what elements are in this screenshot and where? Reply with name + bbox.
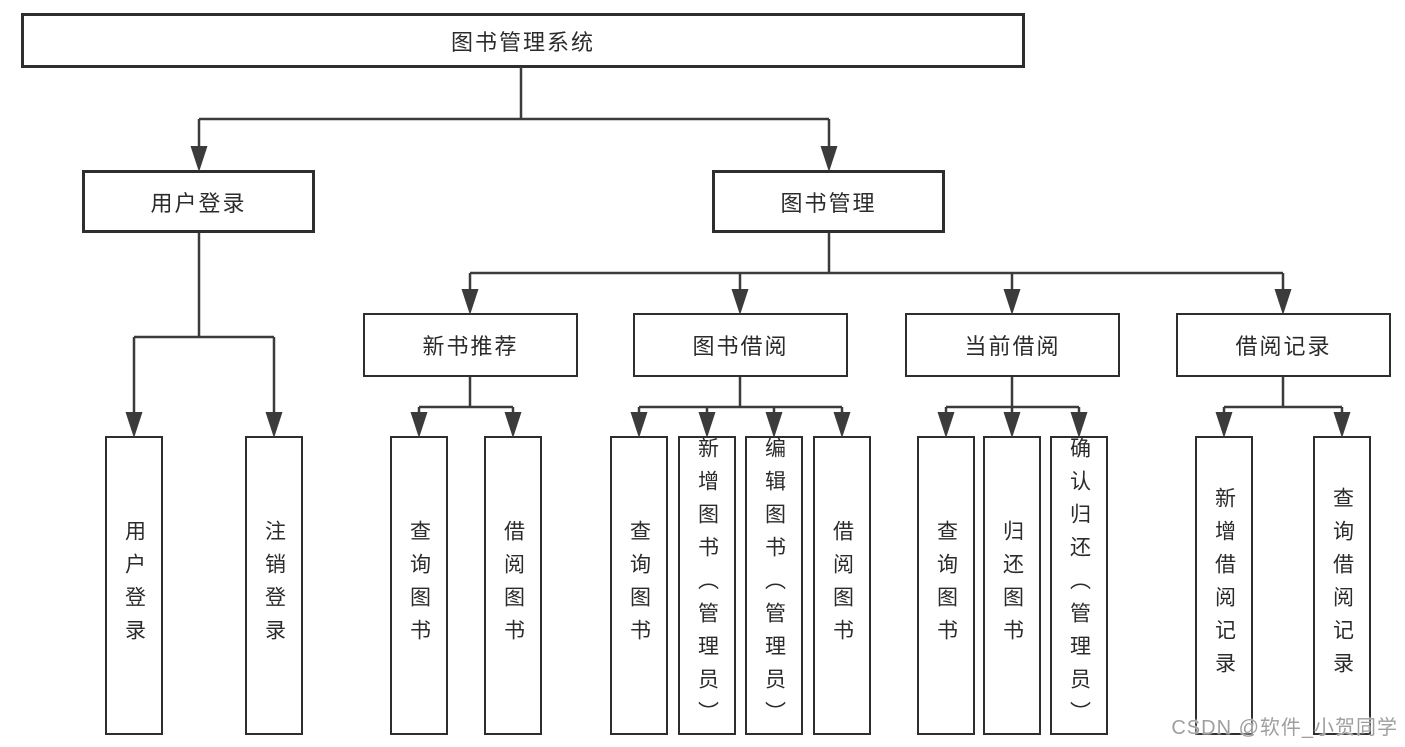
node-confirm-return-admin: 确认归还（管理员） — [1050, 436, 1108, 735]
node-label: 当前借阅 — [964, 334, 1061, 359]
node-new-book-recommendation: 新书推荐 — [363, 313, 578, 377]
node-query-borrow-record: 查询借阅记录 — [1313, 436, 1371, 735]
node-label: 确认归还（管理员） — [1067, 437, 1091, 734]
node-label: 借阅图书 — [830, 519, 854, 652]
node-edit-books-admin: 编辑图书（管理员） — [745, 436, 803, 735]
csdn-watermark: CSDN @软件_小贺同学 — [1171, 717, 1398, 739]
node-label: 查询图书 — [627, 519, 651, 652]
node-book-management-branch: 图书管理 — [712, 170, 945, 233]
node-add-borrow-record: 新增借阅记录 — [1195, 436, 1253, 735]
node-add-books-admin: 新增图书（管理员） — [678, 436, 736, 735]
node-label: 用户登录 — [122, 519, 146, 652]
node-book-borrowing: 图书借阅 — [633, 313, 848, 377]
node-label: 新增图书（管理员） — [695, 437, 719, 734]
node-return-books: 归还图书 — [983, 436, 1041, 735]
node-label: 注销登录 — [262, 519, 286, 652]
node-label: 归还图书 — [1000, 519, 1024, 652]
node-label: 图书借阅 — [692, 334, 789, 359]
node-user-login: 用户登录 — [105, 436, 163, 735]
node-borrow-books-2: 借阅图书 — [813, 436, 871, 735]
node-label: 图书管理系统 — [450, 29, 595, 55]
node-query-books-3: 查询图书 — [917, 436, 975, 735]
node-label: 用户登录 — [150, 190, 247, 216]
node-current-borrowing: 当前借阅 — [905, 313, 1120, 377]
node-label: 图书管理 — [780, 190, 877, 216]
node-library-management-system: 图书管理系统 — [21, 13, 1025, 68]
node-user-login-branch: 用户登录 — [82, 170, 315, 233]
node-label: 编辑图书（管理员） — [762, 437, 786, 734]
node-label: 查询借阅记录 — [1330, 486, 1354, 685]
node-query-books-1: 查询图书 — [390, 436, 448, 735]
node-query-books-2: 查询图书 — [610, 436, 668, 735]
node-label: 查询图书 — [934, 519, 958, 652]
node-borrowing-records: 借阅记录 — [1176, 313, 1391, 377]
node-label: 借阅图书 — [501, 519, 525, 652]
node-label: 查询图书 — [407, 519, 431, 652]
node-label: 新书推荐 — [422, 334, 519, 359]
node-logout: 注销登录 — [245, 436, 303, 735]
node-label: 新增借阅记录 — [1212, 486, 1236, 685]
node-borrow-books-1: 借阅图书 — [484, 436, 542, 735]
node-label: 借阅记录 — [1235, 334, 1332, 359]
